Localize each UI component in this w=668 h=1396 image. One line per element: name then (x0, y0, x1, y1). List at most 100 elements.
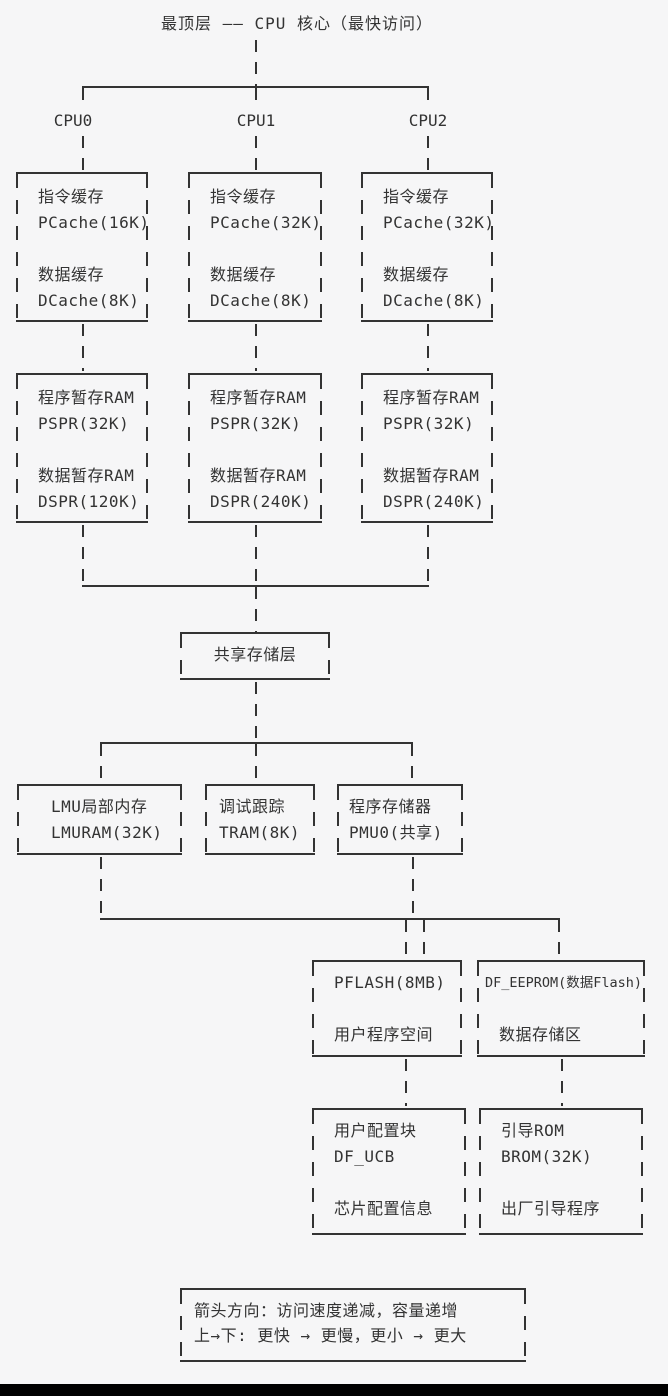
box-row-blank (361, 236, 493, 262)
box-row: DSPR(240K) (383, 492, 485, 511)
connector-hline (82, 86, 429, 88)
box-row: 数据缓存 (38, 265, 105, 284)
connector-vline (255, 525, 257, 583)
box-row: PSPR(32K) (38, 414, 130, 433)
box-row: PMU0(共享) (349, 823, 443, 842)
box-row-blank (312, 996, 462, 1022)
connector-vline (558, 920, 560, 958)
box-row: PFLASH(8MB) (334, 973, 446, 992)
connector-vline (405, 920, 407, 958)
connector-vline (427, 324, 429, 371)
connector-vline (405, 1059, 407, 1106)
scratchpad-ram-box-cpu2: 程序暂存RAM PSPR(32K) 数据暂存RAM DSPR(240K) (361, 373, 493, 523)
connector-vline (255, 682, 257, 740)
connector-hline (100, 742, 413, 744)
box-row: 指令缓存 (210, 187, 277, 206)
brom-box: 引导ROM BROM(32K) 出厂引导程序 (479, 1108, 643, 1235)
scratchpad-ram-box-cpu0: 程序暂存RAM PSPR(32K) 数据暂存RAM DSPR(120K) (16, 373, 148, 523)
connector-vline (100, 857, 102, 916)
box-row: DSPR(240K) (210, 492, 312, 511)
box-row: DCache(8K) (383, 291, 485, 310)
box-row-blank (479, 1170, 643, 1196)
connector-vline (411, 744, 413, 782)
connector-vline (82, 324, 84, 371)
box-row: 程序暂存RAM (383, 388, 480, 407)
connector-vline (427, 88, 429, 110)
box-row: 指令缓存 (383, 187, 450, 206)
box-row: 数据存储区 (499, 1025, 582, 1044)
box-row: 用户配置块 (334, 1121, 417, 1140)
connector-vline (412, 857, 414, 916)
connector-vline (255, 40, 257, 86)
box-row: LMU局部内存 (51, 797, 148, 816)
connector-vline (255, 744, 257, 782)
box-row-blank (312, 1170, 466, 1196)
connector-vline (255, 88, 257, 110)
box-row: LMURAM(32K) (51, 823, 163, 842)
df-ucb-box: 用户配置块 DF_UCB 芯片配置信息 (312, 1108, 466, 1235)
box-row: BROM(32K) (501, 1147, 593, 1166)
box-row-blank (16, 437, 148, 463)
box-row-blank (188, 236, 322, 262)
pmu-box: 程序存储器 PMU0(共享) (337, 784, 463, 855)
box-row: 数据缓存 (383, 265, 450, 284)
cpu1-label: CPU1 (236, 111, 276, 130)
box-row: PCache(16K) (38, 213, 150, 232)
connector-vline (255, 136, 257, 172)
box-row: TRAM(8K) (219, 823, 301, 842)
connector-vline (82, 88, 84, 110)
connector-vline (255, 587, 257, 632)
box-row: DCache(8K) (210, 291, 312, 310)
box-row: 数据暂存RAM (383, 466, 480, 485)
l1-cache-box-cpu1: 指令缓存 PCache(32K) 数据缓存 DCache(8K) (188, 172, 322, 322)
box-row: 用户程序空间 (334, 1025, 434, 1044)
l1-cache-box-cpu0: 指令缓存 PCache(16K) 数据缓存 DCache(8K) (16, 172, 150, 322)
box-row: DF_UCB (334, 1147, 395, 1166)
box-row: PCache(32K) (383, 213, 495, 232)
box-row: 指令缓存 (38, 187, 105, 206)
shared-layer-box: 共享存储层 (180, 632, 330, 680)
box-row: 数据缓存 (210, 265, 277, 284)
box-row: PSPR(32K) (383, 414, 475, 433)
df-eeprom-box: DF_EEPROM(数据Flash) 数据存储区 (477, 960, 645, 1057)
tram-box: 调试跟踪 TRAM(8K) (205, 784, 315, 855)
connector-vline (100, 744, 102, 782)
diagram-title: 最顶层 —— CPU 核心（最快访问） (160, 14, 434, 33)
box-row: 引导ROM (501, 1121, 565, 1140)
connector-vline (423, 920, 425, 958)
connector-vline (255, 324, 257, 371)
connector-vline (427, 525, 429, 583)
box-row: 芯片配置信息 (334, 1199, 434, 1218)
l1-cache-box-cpu2: 指令缓存 PCache(32K) 数据缓存 DCache(8K) (361, 172, 495, 322)
lmu-ram-box: LMU局部内存 LMURAM(32K) (17, 784, 182, 855)
connector-vline (82, 525, 84, 583)
box-row: 出厂引导程序 (501, 1199, 601, 1218)
box-row-blank (477, 996, 645, 1022)
box-row: PCache(32K) (210, 213, 322, 232)
box-row: 调试跟踪 (219, 797, 286, 816)
legend-box: 箭头方向：访问速度递减，容量递增 上→下: 更快 → 更慢，更小 → 更大 (180, 1288, 526, 1362)
legend-line: 箭头方向：访问速度递减，容量递增 (194, 1301, 459, 1320)
box-row: 程序暂存RAM (38, 388, 135, 407)
box-row: DF_EEPROM(数据Flash) (485, 975, 643, 991)
box-row: 数据暂存RAM (210, 466, 307, 485)
box-row-blank (16, 236, 148, 262)
box-row: 程序暂存RAM (210, 388, 307, 407)
box-row: 共享存储层 (213, 645, 297, 664)
connector-vline (427, 136, 429, 172)
footer-black-bar (0, 1384, 668, 1396)
connector-hline (100, 918, 560, 920)
connector-vline (82, 136, 84, 172)
connector-vline (561, 1059, 563, 1106)
cpu0-label: CPU0 (53, 111, 93, 130)
box-row: 程序存储器 (349, 797, 432, 816)
box-row: DSPR(120K) (38, 492, 140, 511)
connector-hline (82, 585, 429, 587)
box-row-blank (188, 437, 322, 463)
pflash-box: PFLASH(8MB) 用户程序空间 (312, 960, 462, 1057)
cpu2-label: CPU2 (408, 111, 448, 130)
box-row-blank (361, 437, 493, 463)
box-row: 数据暂存RAM (38, 466, 135, 485)
scratchpad-ram-box-cpu1: 程序暂存RAM PSPR(32K) 数据暂存RAM DSPR(240K) (188, 373, 322, 523)
